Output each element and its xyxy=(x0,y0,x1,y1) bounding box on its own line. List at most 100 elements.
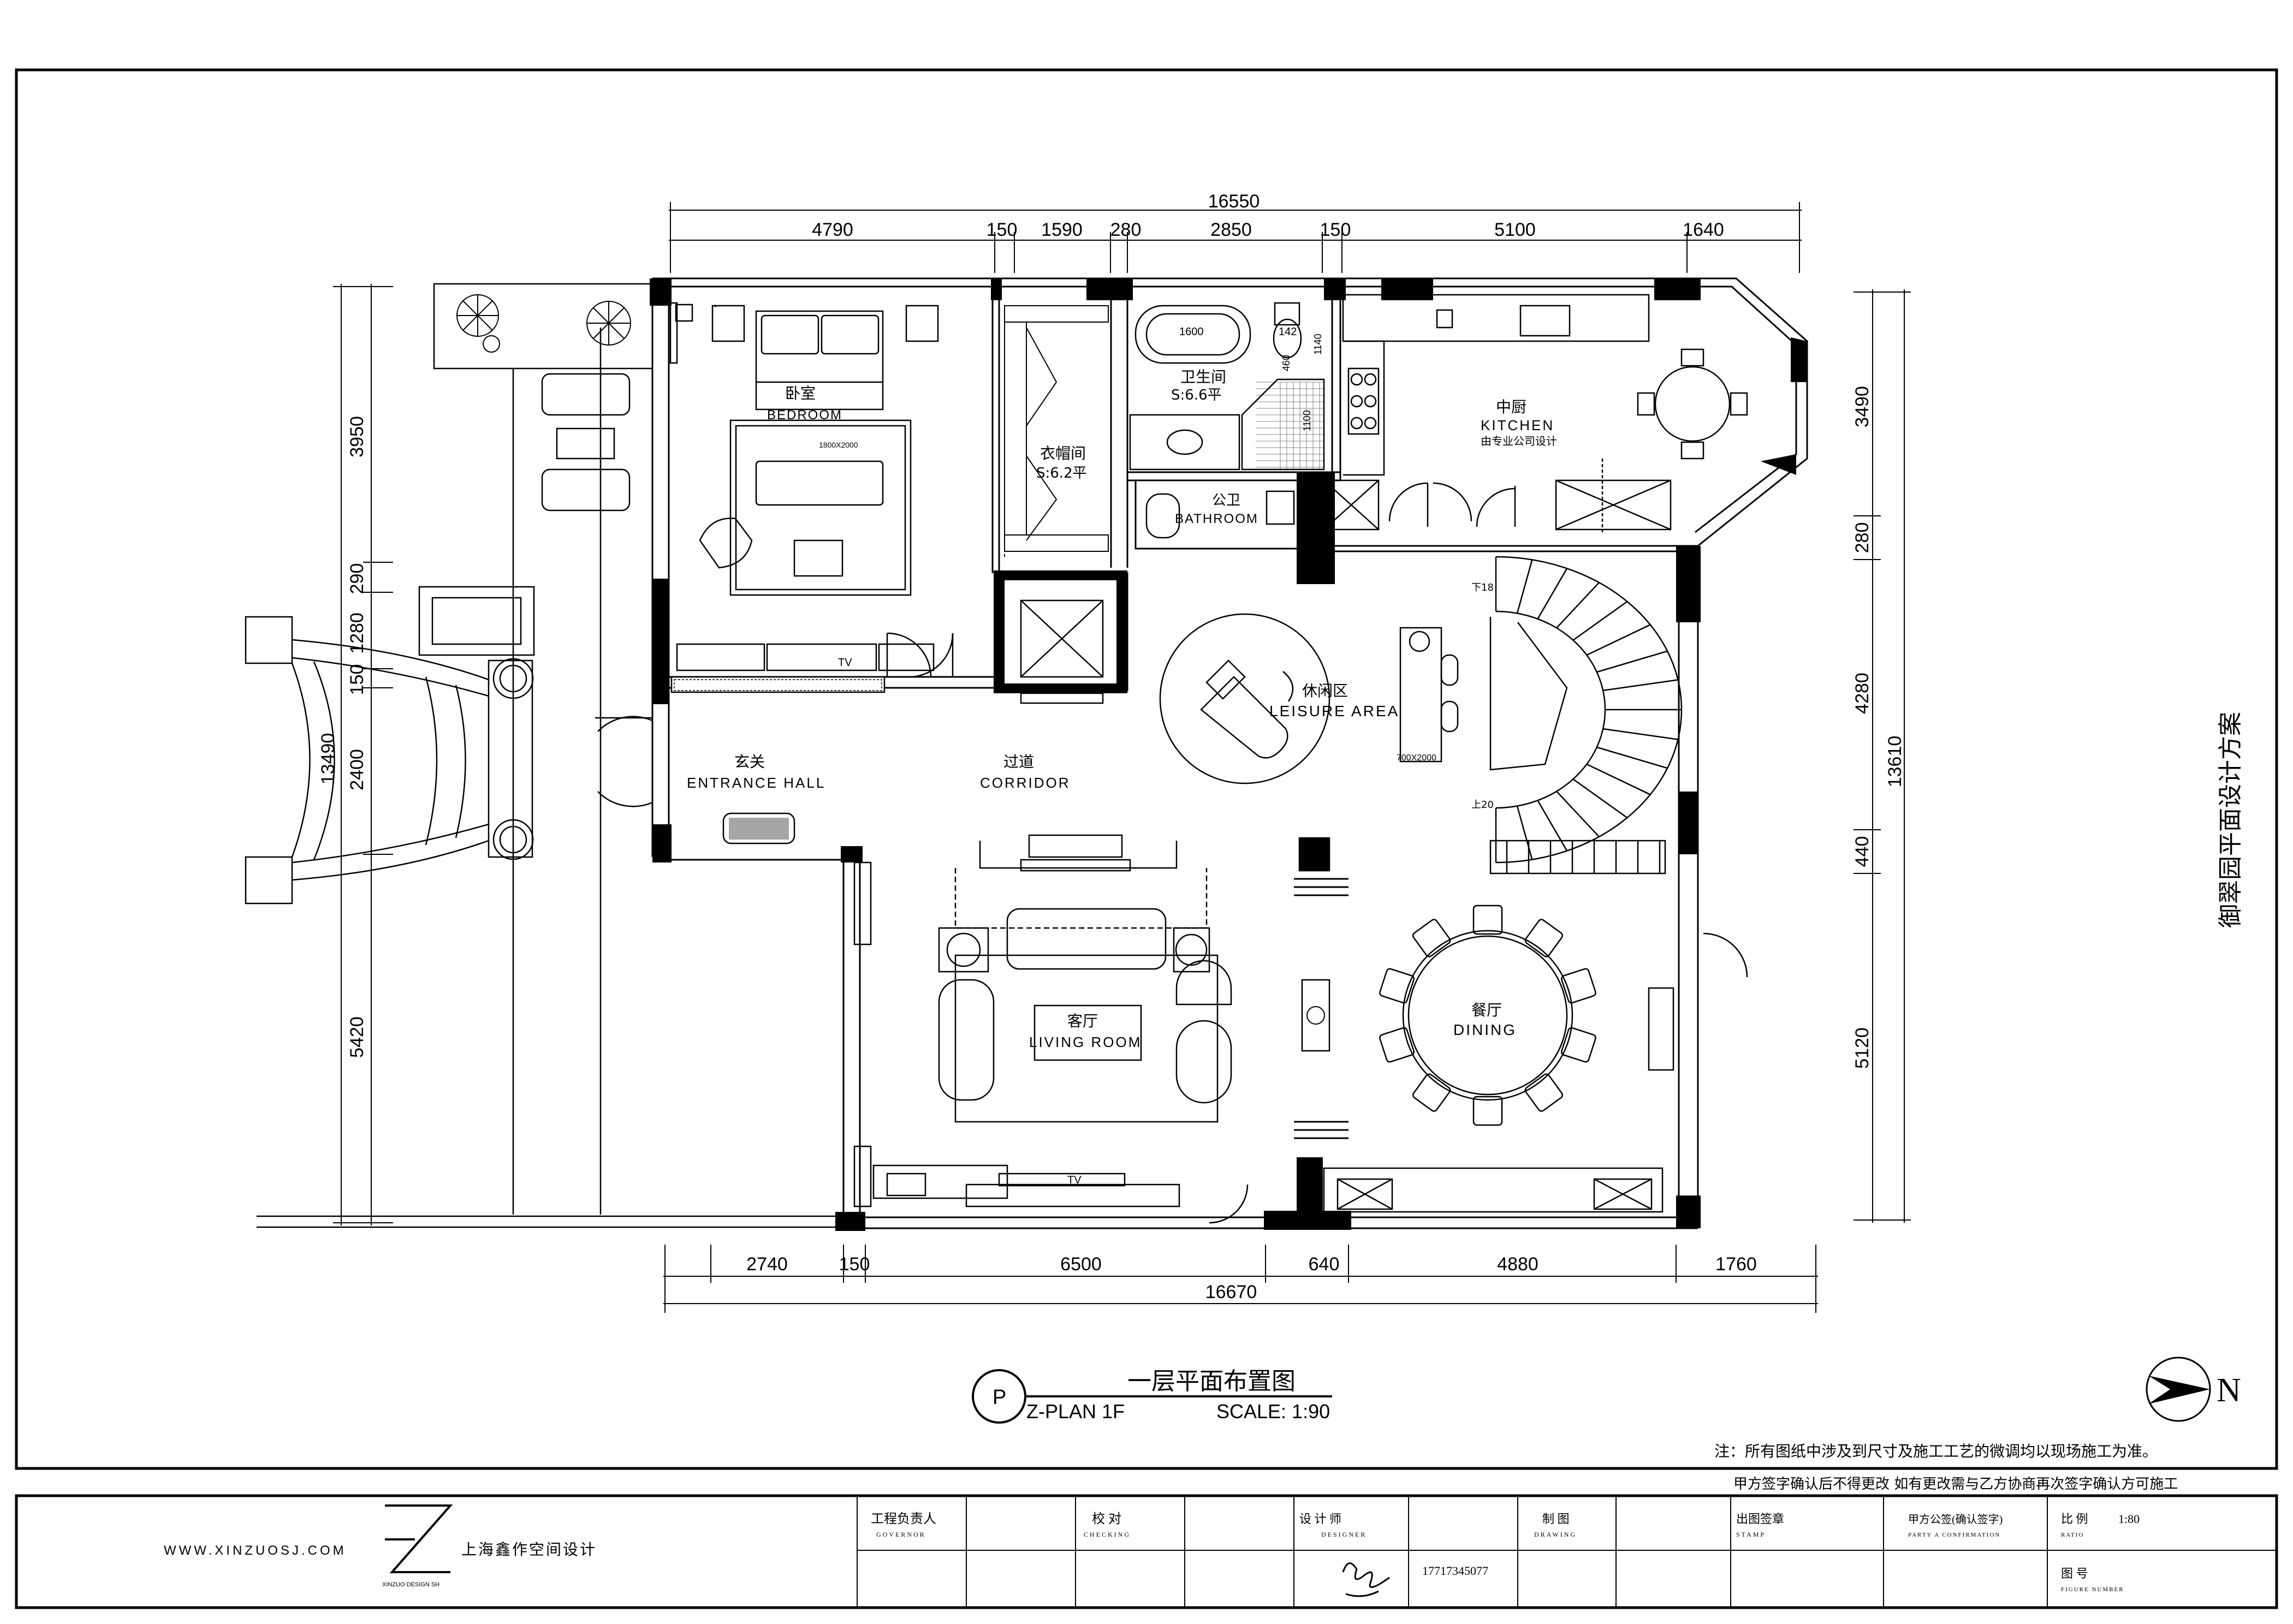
entrance-fixtures xyxy=(595,716,795,844)
bath-tile-grid xyxy=(1256,382,1324,469)
leisure-furniture xyxy=(1159,613,1459,784)
shoe-cabinet-hatch xyxy=(729,818,789,840)
plan-title: P 一层平面布置图 Z-PLAN 1F SCALE: 1:90 xyxy=(972,1367,1332,1424)
stair-down: 下18 xyxy=(1471,582,1494,593)
tub-length: 1600 xyxy=(1179,326,1204,338)
company-logo xyxy=(385,1504,453,1573)
bedroom-window-hatch xyxy=(674,679,882,691)
hall-cn: 玄关 xyxy=(734,753,765,771)
dining-chair xyxy=(1412,1073,1451,1112)
dim-right-5: 5120 xyxy=(1852,1027,1873,1069)
tv-cabinet-fill xyxy=(1299,838,1329,871)
stair-tread xyxy=(1516,806,1533,860)
title-cell-checking-sub: CHECKING xyxy=(1084,1531,1131,1538)
title-cell-party-a-sub: PARTY A CONFIRMATION xyxy=(1908,1532,2000,1538)
dim-bottom-total: 16670 xyxy=(1205,1282,1257,1302)
leisure-cn: 休闲区 xyxy=(1302,682,1348,700)
dim-top-1: 4790 xyxy=(812,219,853,240)
dim-top-2: 150 xyxy=(987,219,1018,240)
kitchen-fixtures xyxy=(1323,294,1748,532)
title-cell-governor: 工程负责人 xyxy=(871,1512,936,1526)
bath-dim-1100: 1100 xyxy=(1302,410,1312,431)
figure-sub: FIGURE NUMBER xyxy=(2061,1586,2124,1593)
corridor-en: CORRIDOR xyxy=(980,775,1071,791)
stair-tread xyxy=(1596,650,1668,673)
stair-tread xyxy=(1537,568,1568,620)
title-cell-stamp-sub: STAMP xyxy=(1736,1531,1766,1538)
coffee-table-ornament xyxy=(1306,1006,1325,1025)
bedroom-cn: 卧室 xyxy=(785,384,816,402)
site-adjust-note: 注：所有图纸中涉及到尺寸及施工工艺的微调均以现场施工为准。 xyxy=(1714,1442,2158,1460)
dining-furniture xyxy=(1379,905,1596,1126)
dining-chair xyxy=(1472,905,1503,935)
dim-top-3: 1590 xyxy=(1041,219,1083,240)
closet-area: S:6.2平 xyxy=(1036,465,1087,481)
structural-columns xyxy=(650,278,1807,1231)
dim-left-total: 13490 xyxy=(318,733,338,785)
bed-size: 1800X2000 xyxy=(819,441,858,449)
title-cell-drawing: 制 图 xyxy=(1542,1512,1570,1526)
stair-tread xyxy=(1586,763,1651,795)
sheet-side-title: 御翠园平面设计方案 xyxy=(2217,712,2244,928)
leisure-en: LEISURE AREA xyxy=(1269,703,1399,719)
dim-bottom-5: 4880 xyxy=(1497,1254,1538,1275)
corridor-cn: 过道 xyxy=(1003,753,1034,771)
company-website: WWW.XINZUOSJ.COM xyxy=(164,1543,347,1558)
stair-up: 上20 xyxy=(1471,799,1494,811)
dim-left-1: 3950 xyxy=(347,416,367,457)
closet-furniture xyxy=(1004,305,1109,557)
dim-right-2: 280 xyxy=(1852,522,1873,554)
dim-left-5: 2400 xyxy=(347,749,367,790)
title-cell-drawing-sub: DRAWING xyxy=(1534,1531,1577,1538)
dim-top-6: 150 xyxy=(1320,219,1351,240)
dining-cn: 餐厅 xyxy=(1471,1001,1502,1019)
elevator xyxy=(1020,599,1104,704)
living-cn: 客厅 xyxy=(1067,1012,1098,1030)
dim-right-total: 13610 xyxy=(1885,736,1905,788)
title-cell-designer-sub: DESIGNER xyxy=(1321,1531,1367,1538)
kitchen-en: KITCHEN xyxy=(1481,417,1554,433)
dim-bottom-4: 640 xyxy=(1309,1254,1340,1275)
dim-right-3: 4280 xyxy=(1852,673,1873,714)
designer-phone: 17717345077 xyxy=(1422,1564,1488,1578)
hall-en: ENTRANCE HALL xyxy=(687,775,825,791)
dim-left-2: 290 xyxy=(347,563,367,594)
stair-tread xyxy=(1602,679,1678,692)
dining-chair xyxy=(1524,919,1564,957)
dim-top-7: 5100 xyxy=(1494,219,1536,240)
title-cell-stamp: 出图签章 xyxy=(1736,1512,1784,1526)
sheet-frame xyxy=(15,68,2278,1609)
living-en: LIVING ROOM xyxy=(1029,1034,1142,1050)
bedroom-en: BEDROOM xyxy=(767,408,842,423)
closet-cn: 衣帽间 xyxy=(1040,444,1086,462)
step-lines xyxy=(1294,878,1349,1139)
stair-tread xyxy=(1537,800,1568,852)
ratio-sub: RATIO xyxy=(2061,1532,2084,1538)
dining-chair xyxy=(1379,968,1415,1004)
dim-bottom-3: 6500 xyxy=(1060,1254,1102,1275)
dining-en: DINING xyxy=(1453,1021,1517,1038)
dining-chair xyxy=(1524,1073,1564,1112)
dim-top-5: 2850 xyxy=(1210,219,1252,240)
dining-chair xyxy=(1412,919,1451,957)
dim-top-8: 1640 xyxy=(1683,219,1724,240)
plan-scale: SCALE: 1:90 xyxy=(1216,1400,1330,1423)
bath-fixtures xyxy=(1129,302,1325,539)
dining-chair xyxy=(1560,1027,1596,1063)
bath-dim-142: 142 xyxy=(1279,326,1297,338)
title-cell-governor-sub: GOVERNOR xyxy=(876,1531,926,1538)
stair-tread xyxy=(1556,582,1600,629)
dim-left-6: 5420 xyxy=(347,1016,367,1058)
dining-chair xyxy=(1560,968,1596,1004)
terrace xyxy=(245,283,843,1228)
figure-label: 图 号 xyxy=(2061,1567,2088,1580)
designer-signature xyxy=(1342,1562,1390,1597)
dimension-lines xyxy=(333,202,1911,1313)
stair-tread xyxy=(1572,600,1628,641)
title-cell-checking: 校 对 xyxy=(1092,1512,1121,1526)
dining-chair xyxy=(1379,1027,1415,1063)
north-compass: N xyxy=(2146,1357,2241,1422)
title-cell-party-a: 甲方公签(确认签字) xyxy=(1908,1513,2003,1526)
dim-right-4: 440 xyxy=(1852,836,1873,867)
bath-area: S:6.6平 xyxy=(1171,387,1222,403)
